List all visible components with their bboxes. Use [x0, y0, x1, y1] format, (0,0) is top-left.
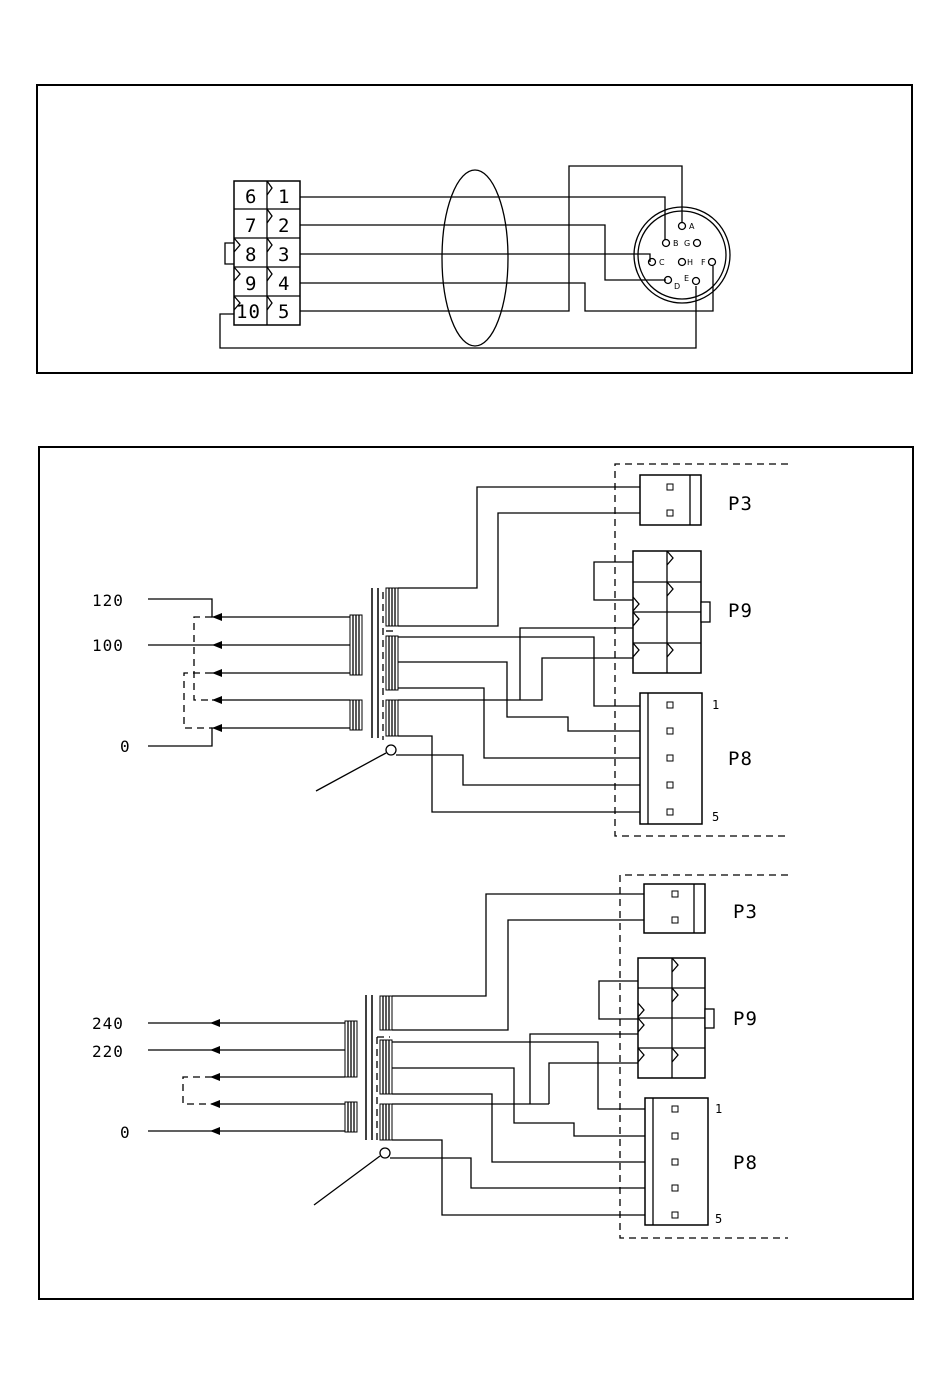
- connector-label-p8: P8: [733, 1152, 758, 1174]
- tap-label-220: 220: [92, 1042, 124, 1061]
- p8-pin-5: 5: [715, 1212, 722, 1226]
- ground-terminal: [380, 1148, 390, 1158]
- block-pin-7: 7: [245, 215, 257, 237]
- block-pin-9: 9: [245, 273, 257, 295]
- connector-p8-120v: 1 5 P8: [640, 693, 753, 824]
- block-pin-5: 5: [278, 301, 290, 323]
- block-pin-4: 4: [278, 273, 290, 295]
- pin-label-f: F: [701, 258, 706, 267]
- pin-label-c: C: [659, 258, 665, 267]
- secondary-winding-240v: [380, 996, 392, 1140]
- terminal-block: 6 7 8 9 10 1 2 3 4 5: [225, 181, 300, 325]
- connector-p3-120v: P3: [640, 475, 753, 525]
- tap-label-240: 240: [92, 1014, 124, 1033]
- transformer-240v: 240 220 0: [92, 875, 788, 1238]
- pin-label-b: B: [673, 239, 679, 248]
- cable-panel-frame: [37, 85, 912, 373]
- p8-pin-1: 1: [715, 1102, 722, 1116]
- pin-label-e: E: [684, 274, 689, 283]
- tap-label-100: 100: [92, 636, 124, 655]
- pin-label-h: H: [687, 258, 693, 267]
- ground-terminal: [386, 745, 396, 755]
- connector-label-p9: P9: [728, 600, 753, 622]
- secondary-winding-120v: [386, 588, 398, 736]
- primary-winding-240v: [345, 1021, 357, 1132]
- block-pin-2: 2: [278, 215, 290, 237]
- tap-label-0: 0: [120, 737, 131, 756]
- pin-label-a: A: [689, 222, 695, 231]
- connector-label-p8: P8: [728, 748, 753, 770]
- transformer-120v: 120 100 0: [92, 464, 788, 836]
- cable-diagram-panel: 6 7 8 9 10 1 2 3 4 5: [37, 85, 912, 373]
- connector-p9-120v: P9: [594, 551, 753, 673]
- connector-label-p9: P9: [733, 1008, 758, 1030]
- block-pin-6: 6: [245, 186, 257, 208]
- connector-p8-240v: 1 5 P8: [645, 1098, 758, 1226]
- block-pin-8: 8: [245, 244, 257, 266]
- block-pin-10: 10: [236, 301, 261, 323]
- p8-pin-5: 5: [712, 810, 719, 824]
- connector-label-p3: P3: [728, 493, 753, 515]
- block-pin-1: 1: [278, 186, 290, 208]
- pin-label-g: G: [684, 239, 690, 248]
- tap-label-120: 120: [92, 591, 124, 610]
- pin-label-d: D: [674, 282, 680, 291]
- connector-label-p3: P3: [733, 901, 758, 923]
- primary-winding-120v: [350, 615, 362, 730]
- p8-pin-1: 1: [712, 698, 719, 712]
- tap-label-0: 0: [120, 1123, 131, 1142]
- transformer-panel-frame: [39, 447, 913, 1299]
- block-pin-3: 3: [278, 244, 290, 266]
- connector-p3-240v: P3: [644, 884, 758, 933]
- connector-p9-240v: P9: [599, 958, 758, 1078]
